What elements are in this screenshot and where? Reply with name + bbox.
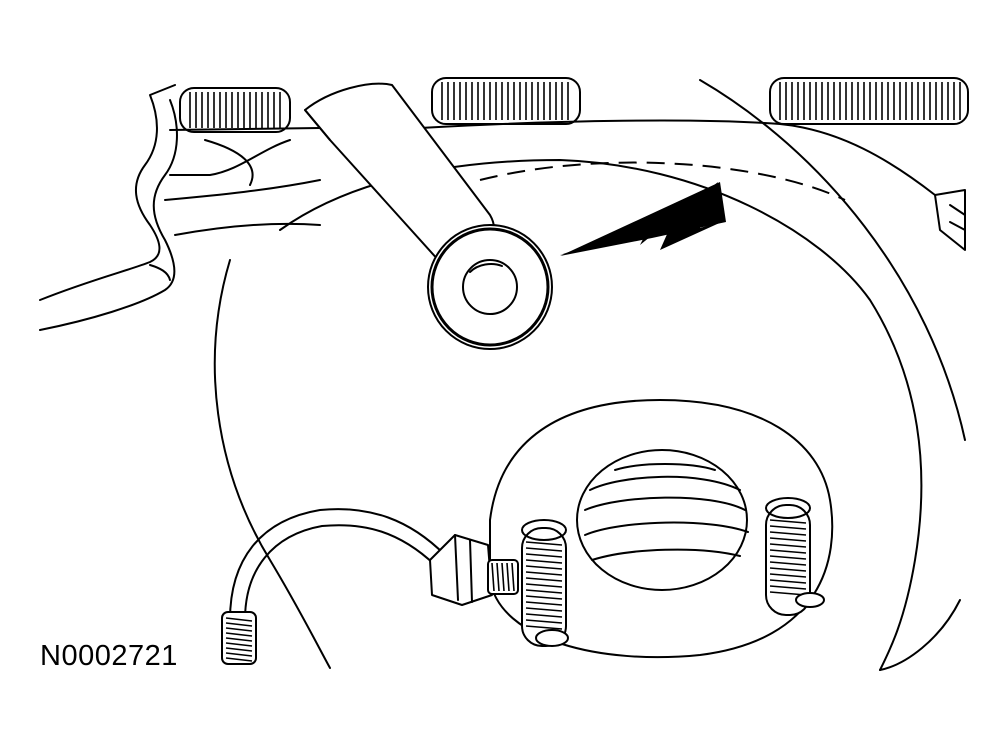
callout-arrow [560, 182, 726, 256]
upper-boot-middle [431, 77, 581, 125]
figure-label: N0002721 [40, 640, 178, 672]
upper-boot-right [769, 77, 969, 125]
line-fitting-nut [429, 534, 519, 606]
stud-left [521, 519, 569, 647]
outer-housing [213, 79, 966, 671]
upper-boot-left [179, 87, 291, 133]
ground-eyelet [427, 224, 553, 350]
left-bracket [39, 84, 321, 331]
cross-member [169, 119, 966, 251]
seal-dashed-outline [479, 161, 846, 201]
center-bore [576, 449, 749, 591]
brake-line [221, 508, 446, 665]
stud-right [765, 497, 825, 616]
